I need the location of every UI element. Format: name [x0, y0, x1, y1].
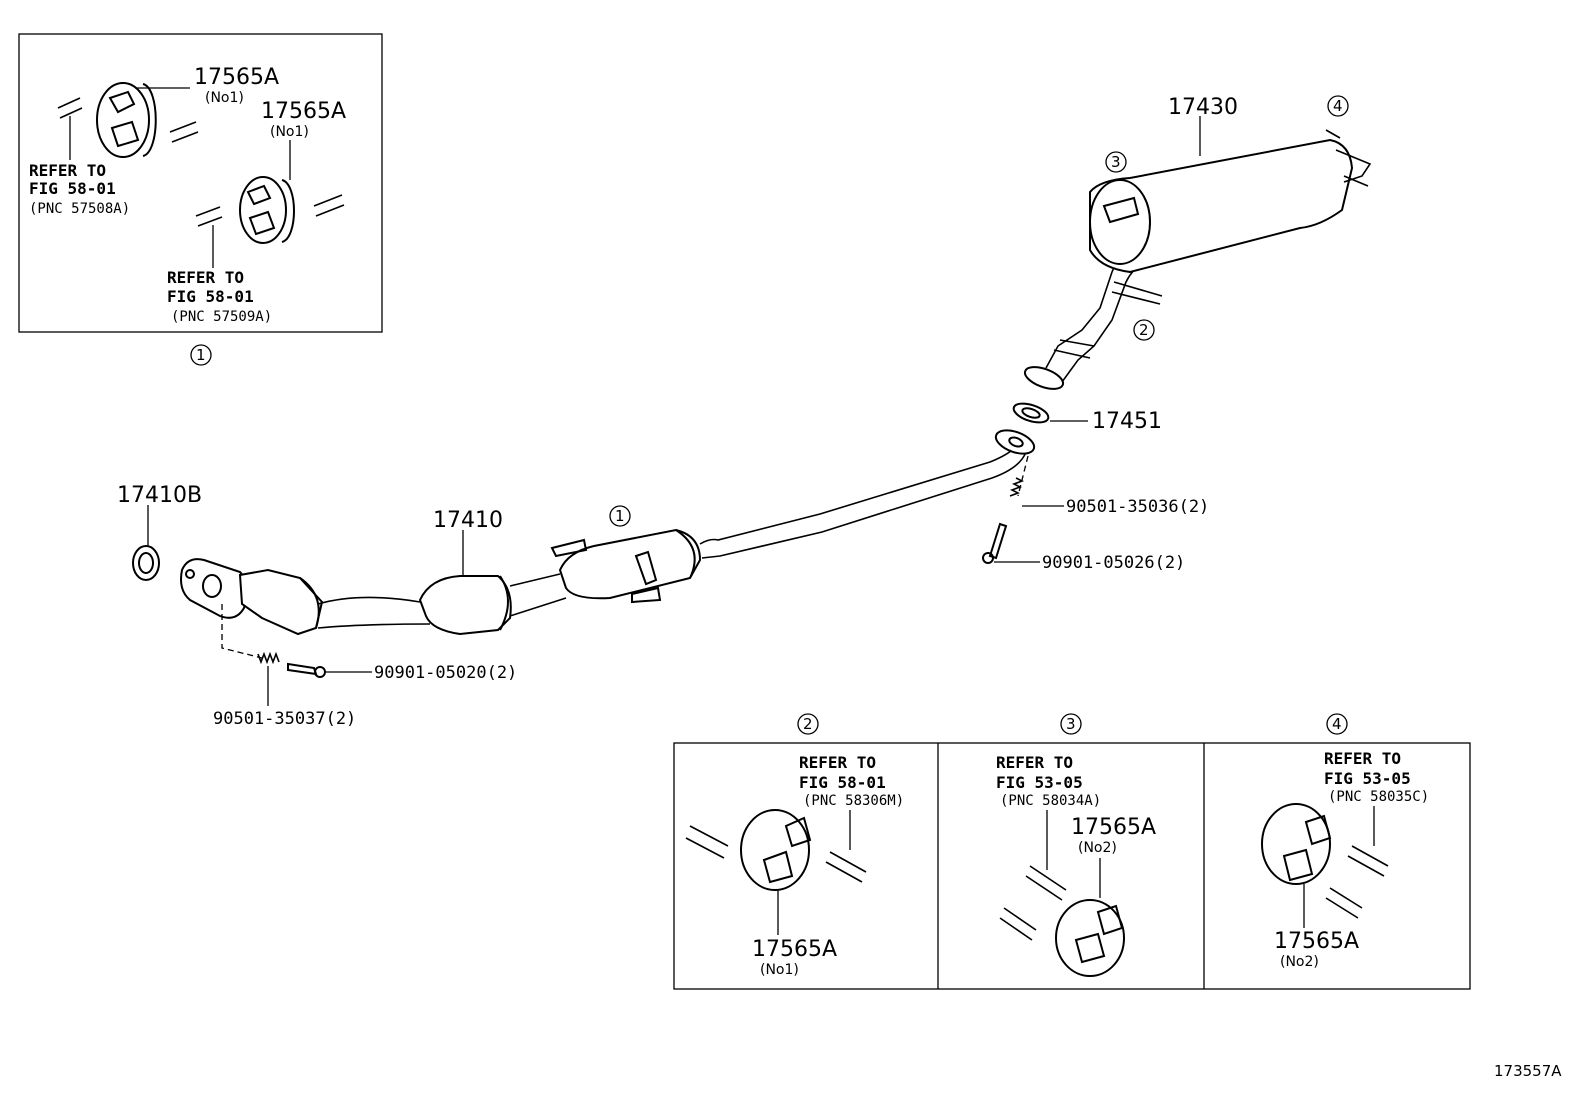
callout-2-main: 2 [1139, 321, 1149, 339]
box2-ref-line2[interactable]: FIG 58-01 [799, 773, 886, 792]
box2-ref-line1: REFER TO [799, 753, 876, 772]
hanger-b-part[interactable]: 17565A [261, 99, 346, 124]
part-90501-35037[interactable]: 90501-35037(2) [213, 709, 356, 729]
callout-3-box: 3 [1066, 715, 1076, 733]
box4-ref-line1: REFER TO [1324, 749, 1401, 768]
box3-ref-pnc: (PNC 58034A) [1000, 793, 1101, 809]
ref-b-line2[interactable]: FIG 58-01 [167, 287, 254, 306]
box4-hanger-part[interactable]: 17565A [1274, 929, 1359, 954]
callout-4-main: 4 [1333, 97, 1343, 115]
rubber-hanger-icon [1055, 899, 1125, 977]
callout-2-box: 2 [803, 715, 813, 733]
part-90501-35036[interactable]: 90501-35036(2) [1066, 497, 1209, 517]
box3-hanger-sub: (No2) [1078, 840, 1117, 856]
box3-hanger-part[interactable]: 17565A [1071, 815, 1156, 840]
part-17451[interactable]: 17451 [1092, 409, 1162, 434]
box2-hanger-part[interactable]: 17565A [752, 937, 837, 962]
rubber-hanger-icon [239, 176, 295, 244]
callout-1-box: 1 [196, 346, 206, 364]
hanger-a-part[interactable]: 17565A [194, 65, 279, 90]
figure-id: 173557A [1494, 1062, 1562, 1080]
box4-ref-line2[interactable]: FIG 53-05 [1324, 769, 1411, 788]
box4-hanger-sub: (No2) [1280, 954, 1319, 970]
box2-ref-pnc: (PNC 58306M) [803, 793, 904, 809]
ref-b-pnc: (PNC 57509A) [171, 309, 272, 325]
catalytic-converter-icon [238, 568, 324, 636]
callout-3-main: 3 [1111, 153, 1121, 171]
rubber-hanger-icon [96, 82, 157, 158]
inset-box-1: 17565A (No1) REFER TO FIG 58-01 (PNC 575… [18, 33, 383, 333]
bolt-icon [988, 522, 1008, 560]
rubber-hanger-icon [740, 809, 812, 891]
part-17410b[interactable]: 17410B [117, 483, 202, 508]
box4-ref-pnc: (PNC 58035C) [1328, 789, 1429, 805]
callout-1-main: 1 [615, 507, 625, 525]
box2-hanger-sub: (No1) [760, 962, 799, 978]
part-90901-05026[interactable]: 90901-05026(2) [1042, 553, 1185, 573]
box3-ref-line1: REFER TO [996, 753, 1073, 772]
part-17430[interactable]: 17430 [1168, 95, 1238, 120]
inset-boxes-bottom: 2 3 4 REFER TO FIG 58-01 (PNC 58306M) 17… [673, 713, 1471, 990]
ref-a-line1: REFER TO [29, 161, 106, 180]
exhaust-assembly: 17410B 17410 1 17451 [117, 95, 1372, 729]
callout-4-box: 4 [1332, 715, 1342, 733]
hanger-a-sub: (No1) [205, 90, 244, 106]
box3-ref-line2[interactable]: FIG 53-05 [996, 773, 1083, 792]
hanger-b-sub: (No1) [270, 124, 309, 140]
gasket-icon [132, 545, 160, 581]
spring-icon [1009, 477, 1024, 497]
rubber-hanger-icon [1261, 803, 1332, 885]
ref-a-line2[interactable]: FIG 58-01 [29, 179, 116, 198]
ref-a-pnc: (PNC 57508A) [29, 201, 130, 217]
part-90901-05020[interactable]: 90901-05020(2) [374, 663, 517, 683]
part-17410[interactable]: 17410 [433, 508, 503, 533]
front-flange-icon [180, 558, 248, 619]
ref-b-line1: REFER TO [167, 268, 244, 287]
muffler-icon [1089, 138, 1354, 274]
